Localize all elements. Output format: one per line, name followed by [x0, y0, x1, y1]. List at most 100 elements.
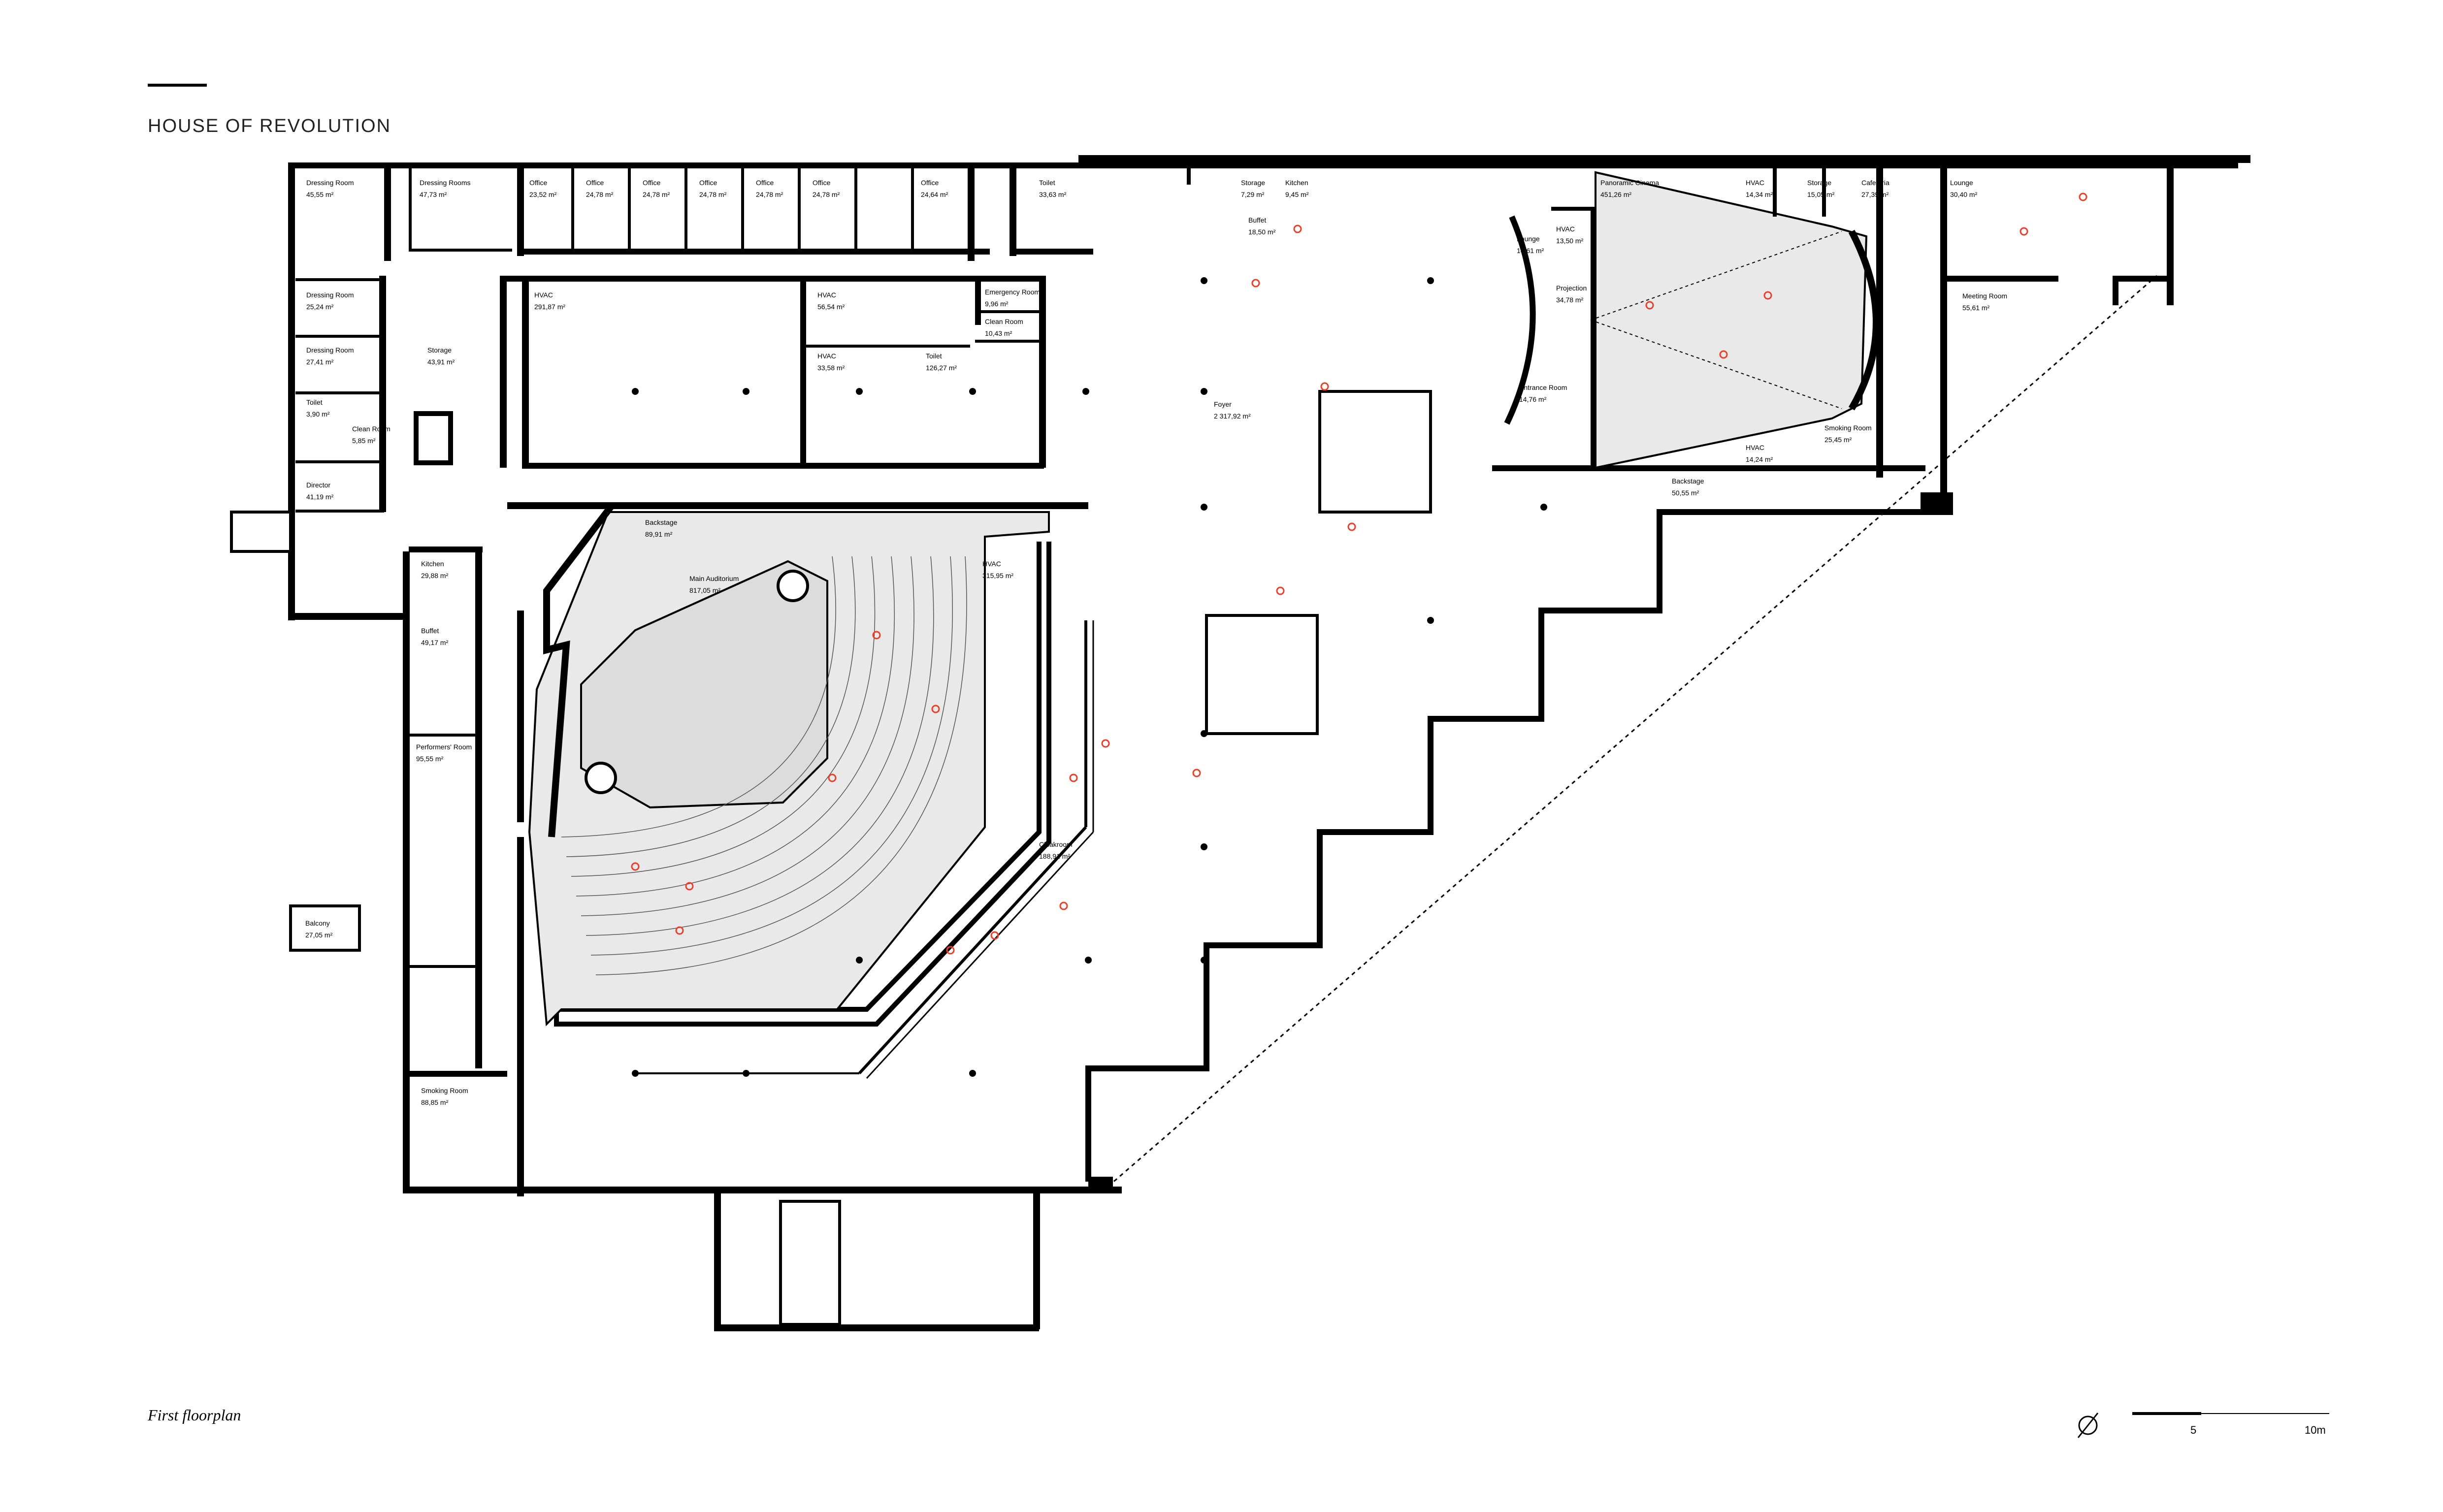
svg-text:Foyer: Foyer	[1214, 400, 1232, 408]
svg-text:13,50 m²: 13,50 m²	[1556, 237, 1584, 245]
svg-text:25,24 m²: 25,24 m²	[306, 303, 334, 311]
svg-text:23,52 m²: 23,52 m²	[529, 191, 557, 198]
svg-text:89,91 m²: 89,91 m²	[645, 530, 673, 538]
room-label: Buffet 18,50 m²	[1248, 216, 1276, 236]
svg-text:10m: 10m	[2305, 1424, 2326, 1436]
svg-text:HVAC: HVAC	[982, 560, 1001, 568]
room-label: HVAC 14,34 m²	[1746, 179, 1773, 198]
svg-text:Office: Office	[921, 179, 939, 187]
stairs	[779, 390, 1432, 1326]
svg-text:14,34 m²: 14,34 m²	[1746, 191, 1773, 198]
svg-text:18,50 m²: 18,50 m²	[1248, 228, 1276, 236]
svg-text:Buffet: Buffet	[1248, 216, 1266, 224]
svg-text:24,78 m²: 24,78 m²	[586, 191, 614, 198]
svg-text:Kitchen: Kitchen	[1285, 179, 1308, 187]
svg-text:24,78 m²: 24,78 m²	[756, 191, 783, 198]
room-label: Dressing Rooms 47,73 m²	[420, 179, 470, 198]
svg-text:Buffet: Buffet	[421, 627, 439, 635]
svg-text:Balcony: Balcony	[305, 919, 330, 927]
svg-text:451,26 m²: 451,26 m²	[1600, 191, 1631, 198]
room-label: Lounge 30,40 m²	[1950, 179, 1978, 198]
plan-caption: First floorplan	[147, 1406, 241, 1424]
svg-text:14,24 m²: 14,24 m²	[1746, 455, 1773, 463]
svg-text:HVAC: HVAC	[534, 291, 553, 299]
svg-text:Office: Office	[529, 179, 548, 187]
room-label: Toilet 126,27 m²	[926, 352, 957, 372]
svg-text:Main Auditorium: Main Auditorium	[689, 575, 739, 582]
room-label: Dressing Room 25,24 m²	[306, 291, 354, 311]
svg-text:7,29 m²: 7,29 m²	[1241, 191, 1265, 198]
svg-text:Storage: Storage	[427, 346, 452, 354]
svg-text:10,43 m²: 10,43 m²	[985, 329, 1012, 337]
room-label: Main Auditorium 817,05 m²	[689, 575, 739, 594]
svg-text:Projection: Projection	[1556, 284, 1587, 292]
svg-text:Backstage: Backstage	[1672, 477, 1704, 485]
title-rule	[148, 84, 207, 87]
svg-text:14,76 m²: 14,76 m²	[1519, 395, 1547, 403]
svg-text:Office: Office	[756, 179, 774, 187]
svg-text:30,40 m²: 30,40 m²	[1950, 191, 1978, 198]
svg-text:Office: Office	[699, 179, 717, 187]
room-label: Entrance Room 14,76 m²	[1519, 384, 1567, 403]
svg-text:Toilet: Toilet	[926, 352, 942, 360]
svg-text:817,05 m²: 817,05 m²	[689, 586, 720, 594]
svg-text:Backstage: Backstage	[645, 518, 678, 526]
north-arrow-icon	[2077, 1413, 2099, 1438]
svg-text:Meeting Room: Meeting Room	[1962, 292, 2007, 300]
svg-text:Performers' Room: Performers' Room	[416, 743, 472, 751]
svg-text:Dressing Room: Dressing Room	[306, 346, 354, 354]
room-label: Kitchen 9,45 m²	[1285, 179, 1309, 198]
svg-text:Office: Office	[643, 179, 661, 187]
svg-text:9,45 m²: 9,45 m²	[1285, 191, 1309, 198]
svg-text:Entrance Room: Entrance Room	[1519, 384, 1567, 391]
svg-text:Dressing Room: Dressing Room	[306, 179, 354, 187]
svg-text:3,90 m²: 3,90 m²	[306, 410, 330, 418]
svg-text:33,63 m²: 33,63 m²	[1039, 191, 1067, 198]
svg-text:15,05 m²: 15,05 m²	[1807, 191, 1835, 198]
svg-text:Dressing Rooms: Dressing Rooms	[420, 179, 470, 187]
svg-text:49,17 m²: 49,17 m²	[421, 639, 449, 646]
room-label: Office 23,52 m²	[529, 179, 557, 198]
room-labels: Dressing Room 45,55 m² Dressing Rooms 47,7…	[305, 179, 2007, 1106]
interior-walls	[230, 155, 1925, 1196]
svg-text:Dressing Room: Dressing Room	[306, 291, 354, 299]
svg-text:33,58 m²: 33,58 m²	[817, 364, 845, 372]
svg-text:45,55 m²: 45,55 m²	[306, 191, 334, 198]
columns	[632, 277, 1547, 1077]
svg-text:47,73 m²: 47,73 m²	[420, 191, 447, 198]
svg-text:Cafeteria: Cafeteria	[1861, 179, 1889, 187]
svg-text:HVAC: HVAC	[1556, 225, 1575, 233]
room-label: HVAC 291,87 m²	[534, 291, 565, 311]
people-markers	[631, 193, 2087, 955]
svg-text:HVAC: HVAC	[817, 291, 836, 299]
svg-text:27,05 m²: 27,05 m²	[305, 931, 333, 939]
svg-text:291,87 m²: 291,87 m²	[534, 303, 565, 311]
svg-text:Kitchen: Kitchen	[421, 560, 444, 568]
panoramic-cinema	[1504, 162, 1883, 478]
svg-text:Lounge: Lounge	[1950, 179, 1973, 187]
svg-text:HVAC: HVAC	[1746, 179, 1764, 187]
svg-text:126,27 m²: 126,27 m²	[926, 364, 957, 372]
main-auditorium	[528, 505, 1050, 1027]
svg-text:Toilet: Toilet	[1039, 179, 1055, 187]
svg-text:24,78 m²: 24,78 m²	[699, 191, 727, 198]
svg-text:5: 5	[2190, 1424, 2196, 1436]
